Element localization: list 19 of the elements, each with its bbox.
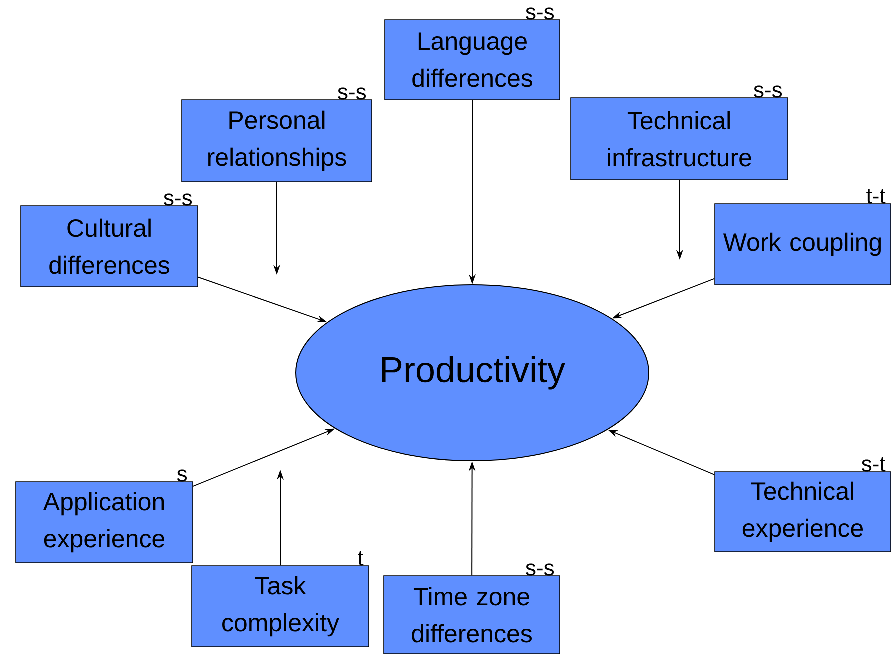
corner-tag: s — [177, 470, 187, 482]
process-box: Personal relationships — [182, 100, 372, 182]
process-box: Language differences — [384, 20, 560, 100]
corner-tag: t-t — [866, 189, 886, 204]
process-box: Time zone differences — [384, 576, 560, 654]
process-box: Work coupling — [714, 204, 892, 286]
process-box: Cultural differences — [20, 206, 198, 288]
corner-tag: s-s — [754, 86, 782, 98]
ellipse-node: Productivity — [296, 284, 650, 462]
process-box: Application experience — [16, 482, 194, 564]
corner-tag: s-s — [338, 88, 366, 100]
corner-tag: s-t — [862, 457, 886, 472]
process-box: Technical experience — [714, 472, 892, 552]
process-box: Technical infrastructure — [570, 98, 788, 180]
corner-tag: s-s — [164, 194, 192, 206]
process-box: Task complexity — [192, 566, 370, 648]
corner-tag: s-s — [526, 8, 554, 20]
corner-tag: s-s — [526, 564, 554, 576]
corner-tag: t — [358, 551, 364, 566]
